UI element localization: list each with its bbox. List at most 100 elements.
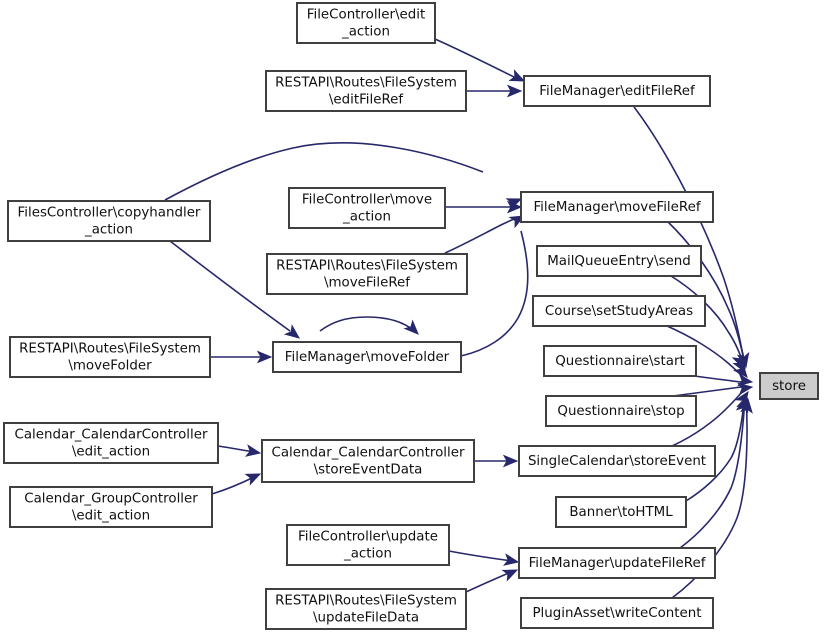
call-edge	[667, 221, 746, 366]
node-label: Calendar_CalendarController\edit_action	[15, 428, 208, 460]
arrowhead-icon	[501, 569, 519, 582]
graph-node-fileManager_editFileRef[interactable]: FileManager\editFileRef	[523, 75, 711, 107]
node-box[interactable]	[266, 253, 468, 295]
node-label: PluginAsset\writeContent	[532, 606, 701, 621]
node-box[interactable]	[9, 486, 213, 528]
call-edge	[679, 394, 746, 549]
call-edge	[448, 550, 513, 562]
graph-node-calendar_storeEventData[interactable]: Calendar_CalendarController\storeEventDa…	[261, 439, 475, 483]
node-box[interactable]	[759, 372, 819, 400]
node-label: FilesController\copyhandler_action	[18, 206, 201, 238]
arrowhead-icon	[740, 397, 753, 414]
arrowheads-layer	[244, 69, 754, 582]
node-label: FileController\update_action	[298, 530, 438, 562]
node-box[interactable]	[265, 70, 467, 112]
node-label: FileController\move_action	[302, 193, 432, 225]
graph-node-fileController_update_action[interactable]: FileController\update_action	[286, 524, 450, 566]
graph-node-questionnaire_start[interactable]: Questionnaire\start	[543, 345, 697, 377]
node-box[interactable]	[261, 439, 475, 483]
node-box[interactable]	[286, 524, 450, 566]
arrowhead-icon	[244, 473, 262, 486]
node-box[interactable]	[532, 295, 706, 327]
node-box[interactable]	[9, 336, 211, 378]
arrowhead-icon	[502, 454, 519, 468]
call-edge	[319, 316, 416, 332]
node-label: FileManager\editFileRef	[539, 84, 695, 99]
node-label: Calendar_GroupController\edit_action	[24, 492, 198, 524]
node-label: RESTAPI\Routes\FileSystem\updateFileData	[275, 594, 457, 626]
graph-node-filesController_copyhandler_action[interactable]: FilesController\copyhandler_action	[7, 200, 211, 242]
call-edge	[434, 38, 519, 80]
call-edge	[211, 476, 255, 495]
node-label: Questionnaire\stop	[557, 404, 684, 419]
arrowhead-icon	[283, 324, 301, 339]
node-label: FileController\edit_action	[307, 8, 426, 40]
node-box[interactable]	[555, 496, 687, 528]
graph-node-calendar_groupController_edit[interactable]: Calendar_GroupController\edit_action	[9, 486, 213, 528]
node-box[interactable]	[518, 547, 716, 579]
node-label: Banner\toHTML	[569, 505, 673, 520]
arrowhead-icon	[502, 553, 520, 566]
arrowhead-icon	[256, 350, 273, 364]
graph-node-fileController_move_action[interactable]: FileController\move_action	[288, 187, 446, 229]
graph-node-banner_toHTML[interactable]: Banner\toHTML	[555, 496, 687, 528]
graph-node-store[interactable]: store	[759, 372, 819, 400]
arrowhead-icon	[244, 444, 262, 457]
call-edge	[465, 571, 512, 593]
arrowhead-icon	[737, 382, 754, 396]
graph-node-fileManager_moveFolder[interactable]: FileManager\moveFolder	[272, 341, 462, 373]
graph-node-singleCalendar_storeEvent[interactable]: SingleCalendar\storeEvent	[518, 445, 716, 477]
node-label: MailQueueEntry\send	[547, 254, 691, 269]
node-label: FileManager\moveFileRef	[533, 200, 700, 215]
node-box[interactable]	[543, 345, 697, 377]
graph-node-restapi_moveFileRef[interactable]: RESTAPI\Routes\FileSystem\moveFileRef	[266, 253, 468, 295]
node-box[interactable]	[7, 200, 211, 242]
arrowhead-icon	[508, 69, 526, 82]
arrowhead-icon	[403, 319, 419, 335]
node-label: store	[772, 379, 806, 394]
graph-node-fileManager_updateFileRef[interactable]: FileManager\updateFileRef	[518, 547, 716, 579]
node-label: RESTAPI\Routes\FileSystem\moveFolder	[19, 342, 201, 374]
node-label: Calendar_CalendarController\storeEventDa…	[272, 446, 465, 478]
node-label: FileManager\updateFileRef	[529, 556, 706, 571]
node-box[interactable]	[520, 597, 714, 629]
node-box[interactable]	[536, 245, 702, 277]
call-edge	[164, 142, 484, 201]
call-edge	[444, 216, 520, 254]
node-box[interactable]	[518, 445, 716, 477]
node-box[interactable]	[520, 191, 714, 223]
call-edge	[460, 230, 529, 357]
call-edge	[672, 386, 742, 397]
graph-node-mailQueueEntry_send[interactable]: MailQueueEntry\send	[536, 245, 702, 277]
graph-node-fileController_edit_action[interactable]: FileController\edit_action	[296, 2, 436, 44]
graph-node-questionnaire_stop[interactable]: Questionnaire\stop	[545, 395, 697, 427]
call-edge	[685, 393, 746, 502]
node-label: SingleCalendar\storeEvent	[528, 454, 706, 469]
graph-node-calendar_calendarController_edit[interactable]: Calendar_CalendarController\edit_action	[3, 422, 219, 464]
node-box[interactable]	[272, 341, 462, 373]
graph-node-course_setStudyAreas[interactable]: Course\setStudyAreas	[532, 295, 706, 327]
arrowhead-icon	[737, 373, 754, 387]
node-box[interactable]	[288, 187, 446, 229]
graph-node-restapi_updateFileData[interactable]: RESTAPI\Routes\FileSystem\updateFileData	[265, 588, 467, 630]
nodes-layer: FileController\edit_actionRESTAPI\Routes…	[3, 2, 819, 630]
graph-node-restapi_editFileRef[interactable]: RESTAPI\Routes\FileSystem\editFileRef	[265, 70, 467, 112]
node-box[interactable]	[523, 75, 711, 107]
node-label: FileManager\moveFolder	[285, 350, 450, 365]
node-label: RESTAPI\Routes\FileSystem\editFileRef	[275, 76, 457, 108]
arrowhead-icon	[506, 200, 523, 214]
node-box[interactable]	[296, 2, 436, 44]
graph-node-pluginAsset_writeContent[interactable]: PluginAsset\writeContent	[520, 597, 714, 629]
node-box[interactable]	[3, 422, 219, 464]
node-box[interactable]	[265, 588, 467, 630]
node-label: Questionnaire\start	[555, 354, 684, 369]
arrowhead-icon	[506, 84, 523, 98]
graph-node-fileManager_moveFileRef[interactable]: FileManager\moveFileRef	[520, 191, 714, 223]
call-edge	[169, 240, 291, 332]
graph-node-restapi_moveFolder[interactable]: RESTAPI\Routes\FileSystem\moveFolder	[9, 336, 211, 378]
call-edge	[633, 106, 746, 367]
node-box[interactable]	[545, 395, 697, 427]
node-label: Course\setStudyAreas	[545, 304, 693, 319]
